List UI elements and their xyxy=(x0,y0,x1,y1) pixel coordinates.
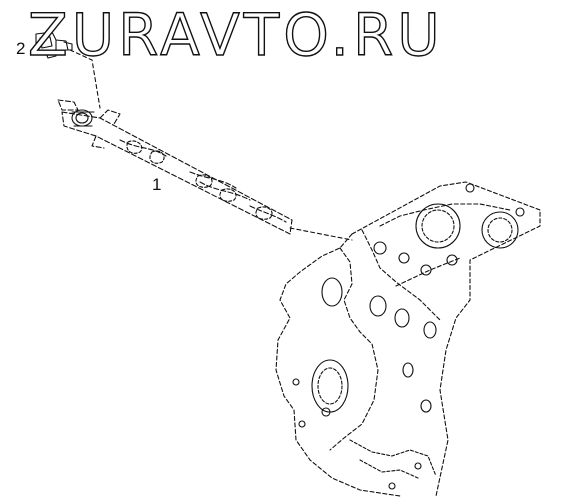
assembly-line-part-2 xyxy=(69,49,101,109)
shaft-gear-ring xyxy=(71,109,95,127)
watermark-text: ZURAVTO.RU xyxy=(27,1,444,69)
callout-part-2: 2 xyxy=(16,39,26,58)
engine-block xyxy=(275,181,541,497)
part-2-fitting xyxy=(35,31,73,59)
shaft-lobes xyxy=(126,140,273,220)
assembly-line-part-1 xyxy=(289,227,353,241)
callout-part-1: 1 xyxy=(152,175,162,194)
part-1-shaft-assembly xyxy=(57,99,293,235)
engine-lower-flange xyxy=(349,439,437,479)
engine-bores xyxy=(292,183,525,490)
